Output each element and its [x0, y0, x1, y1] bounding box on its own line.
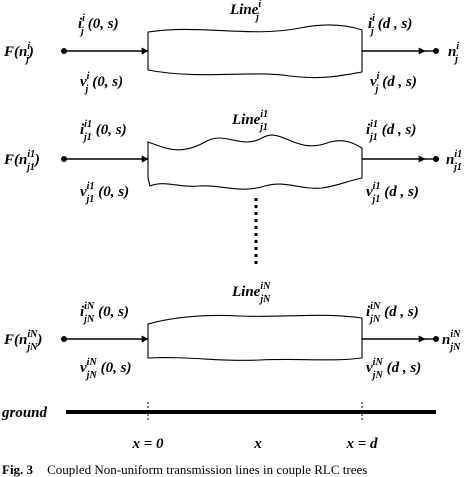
line-n-tube — [147, 314, 363, 361]
line-1-right-node — [433, 48, 439, 54]
figure-caption: Fig. 3 Coupled Non-uniform transmission l… — [2, 462, 367, 477]
axis-label-xd: x = d — [345, 436, 378, 452]
axis-label-x: x — [253, 436, 262, 452]
line-n-right-node — [433, 336, 439, 342]
axis-label-x0: x = 0 — [131, 436, 164, 452]
ground-label: ground — [1, 405, 48, 421]
line-2-tube — [147, 134, 363, 190]
line-2-right-node — [433, 156, 439, 162]
caption-fig-number: Fig. 3 — [2, 462, 34, 477]
line-1-tube — [147, 24, 363, 79]
caption-text: Coupled Non-uniform transmission lines i… — [47, 462, 367, 477]
